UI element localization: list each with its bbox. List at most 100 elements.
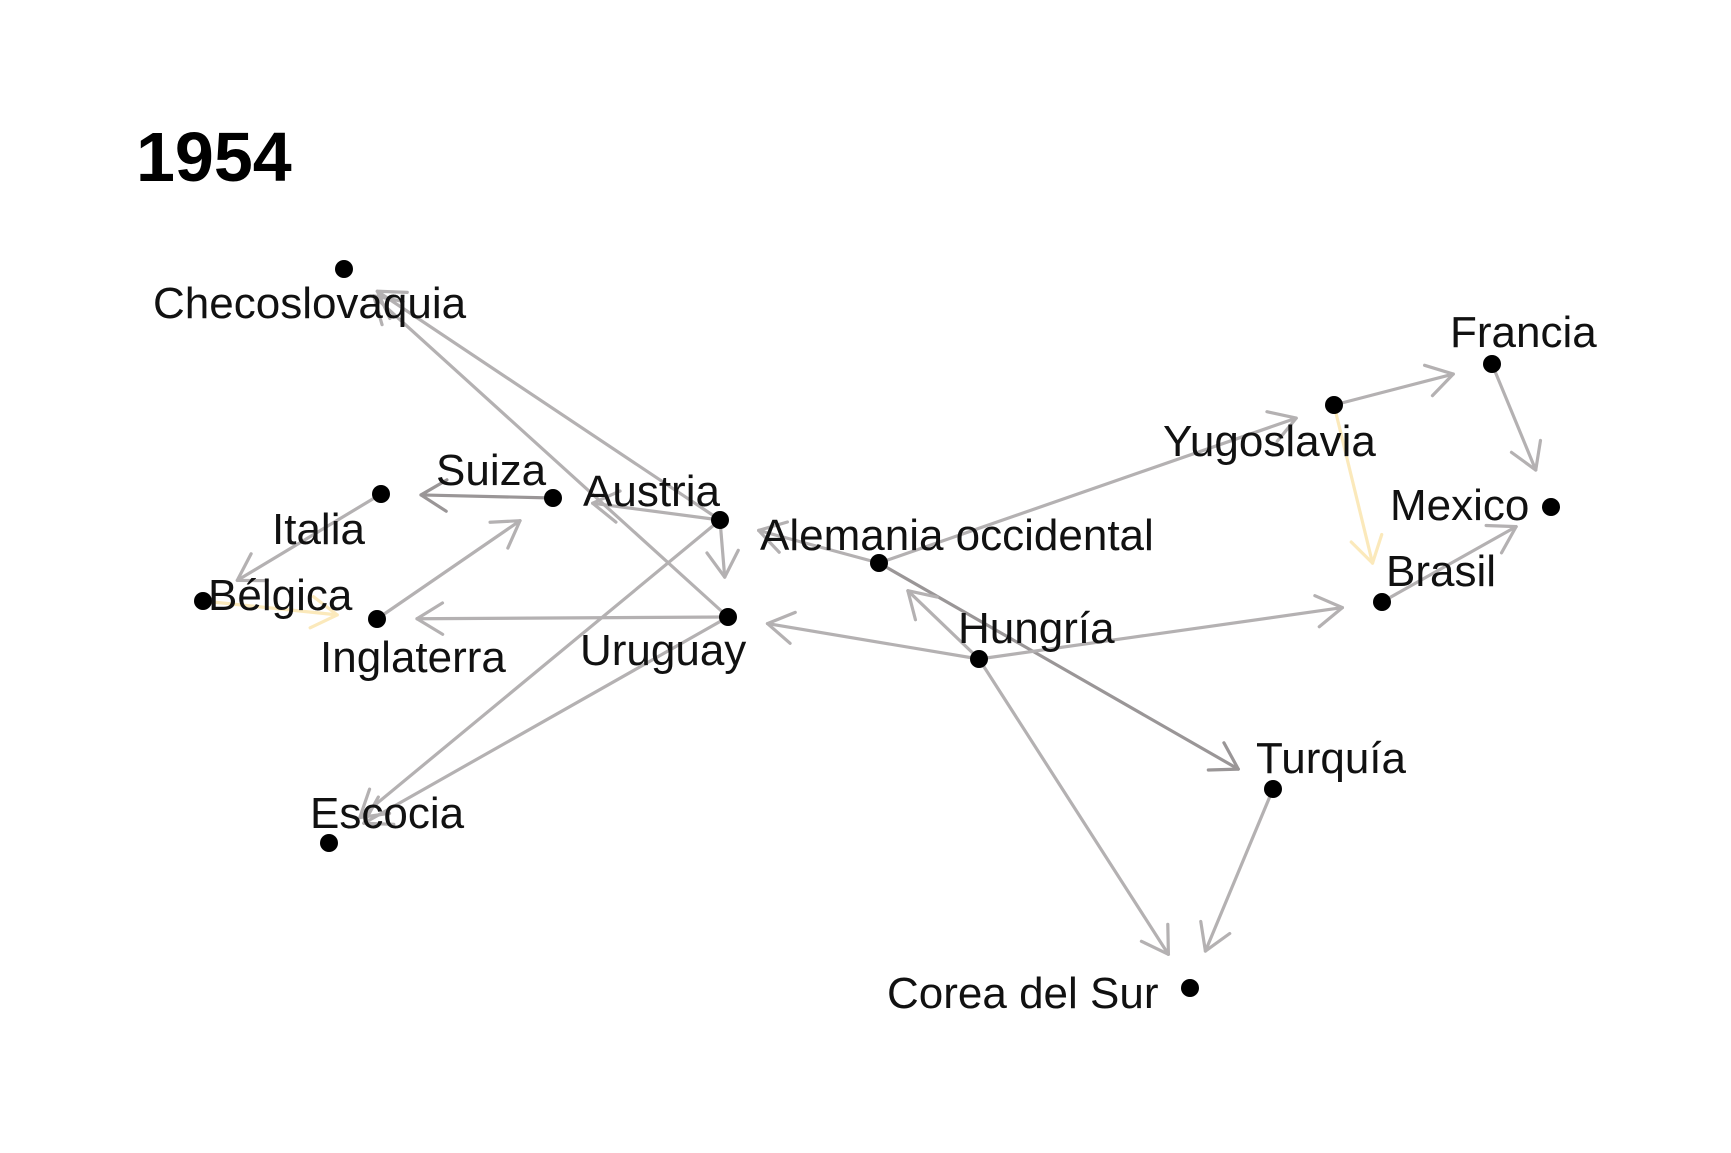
node-label-hungria: Hungría xyxy=(958,604,1115,653)
edge-italia-to-belgica xyxy=(235,492,383,583)
edge-austria-to-suiza xyxy=(591,489,722,524)
arrow-head-icon xyxy=(1206,741,1240,772)
edge-line xyxy=(977,606,1344,661)
arrow-head-icon xyxy=(375,289,409,321)
edge-line xyxy=(375,289,722,522)
node-escocia xyxy=(320,834,338,852)
edge-brasil-to-mexico xyxy=(1380,523,1518,604)
arrow-head-icon xyxy=(372,294,405,327)
edge-uruguay-to-checoslovaquia xyxy=(372,294,730,619)
arrow-head-icon xyxy=(591,489,622,524)
arrow-head-icon xyxy=(488,519,522,550)
arrow-head-icon xyxy=(362,795,396,826)
edge-turquia-to-corea xyxy=(1199,787,1275,953)
node-hungria xyxy=(970,650,988,668)
edge-line xyxy=(1490,362,1538,472)
edge-line xyxy=(718,518,727,579)
edge-hungria-to-brasil xyxy=(977,594,1344,661)
edge-line xyxy=(235,492,383,582)
node-austria xyxy=(711,511,729,529)
edge-line xyxy=(877,416,1298,565)
edge-alemania-to-yugoslavia xyxy=(877,410,1298,565)
edge-alemania-to-austria xyxy=(757,520,881,565)
arrow-head-icon xyxy=(1349,532,1384,565)
node-label-alemania: Alemania occidental xyxy=(760,511,1154,560)
edge-uruguay-to-inglaterra xyxy=(415,601,730,636)
arrow-head-icon xyxy=(235,552,269,583)
node-label-uruguay: Uruguay xyxy=(580,626,746,675)
node-label-inglaterra: Inglaterra xyxy=(320,633,506,682)
edge-line xyxy=(372,294,730,619)
edge-line xyxy=(1380,525,1518,604)
node-label-mexico: Mexico xyxy=(1390,481,1529,530)
node-francia xyxy=(1483,355,1501,373)
edge-line xyxy=(419,493,555,500)
edge-line xyxy=(757,528,881,565)
edge-line xyxy=(765,622,981,661)
edge-line xyxy=(1203,787,1275,953)
edge-line xyxy=(375,519,522,621)
node-checoslovaquia xyxy=(335,260,353,278)
node-label-italia: Italia xyxy=(272,505,365,554)
edge-line xyxy=(362,615,730,825)
edge-line xyxy=(906,589,981,661)
arrow-head-icon xyxy=(308,595,339,630)
figure-title: 1954 xyxy=(136,118,292,196)
edge-line xyxy=(977,657,1171,956)
node-label-francia: Francia xyxy=(1450,308,1597,357)
edge-uruguay-to-escocia xyxy=(362,615,730,826)
edge-austria-to-checoslovaquia xyxy=(375,289,722,522)
arrow-head-icon xyxy=(1139,922,1171,956)
node-label-corea: Corea del Sur xyxy=(887,969,1158,1018)
edge-yugoslavia-to-brasil xyxy=(1332,403,1384,565)
arrow-head-icon xyxy=(906,589,939,622)
node-yugoslavia xyxy=(1325,396,1343,414)
edge-line xyxy=(358,518,722,820)
edge-line xyxy=(877,561,1240,771)
node-alemania xyxy=(870,554,888,572)
edge-alemania-to-turquia xyxy=(877,561,1240,772)
edge-line xyxy=(1332,372,1455,407)
arrow-head-icon xyxy=(415,601,445,636)
edge-yugoslavia-to-francia xyxy=(1332,363,1455,407)
edge-hungria-to-corea xyxy=(977,657,1171,956)
edge-belgica-to-inglaterra xyxy=(201,595,339,630)
node-label-austria: Austria xyxy=(583,467,720,516)
node-label-belgica: Bélgica xyxy=(208,571,353,620)
arrow-head-icon xyxy=(757,520,789,554)
arrow-head-icon xyxy=(419,478,449,513)
nodes-layer xyxy=(194,260,1560,997)
edge-line xyxy=(1332,403,1375,565)
node-label-turquia: Turquía xyxy=(1256,734,1407,783)
node-belgica xyxy=(194,592,212,610)
arrow-head-icon xyxy=(1509,438,1543,472)
node-brasil xyxy=(1373,593,1391,611)
node-inglaterra xyxy=(368,610,386,628)
edge-inglaterra-to-suiza xyxy=(375,519,522,621)
arrow-head-icon xyxy=(1422,363,1455,398)
edge-hungria-to-alemania xyxy=(906,589,981,661)
arrow-head-icon xyxy=(705,548,740,579)
node-label-yugoslavia: Yugoslavia xyxy=(1163,417,1376,466)
edge-austria-to-uruguay xyxy=(705,518,740,579)
edge-line xyxy=(201,599,339,617)
edges-layer xyxy=(201,289,1543,956)
arrow-head-icon xyxy=(1313,594,1344,629)
node-uruguay xyxy=(719,608,737,626)
arrow-head-icon xyxy=(1484,523,1518,555)
edge-suiza-to-italia xyxy=(419,478,555,513)
edge-hungria-to-uruguay xyxy=(765,610,981,661)
node-corea xyxy=(1181,979,1199,997)
node-mexico xyxy=(1542,498,1560,516)
node-italia xyxy=(372,485,390,503)
edge-line xyxy=(591,501,722,522)
arrow-head-icon xyxy=(1265,410,1298,443)
arrow-head-icon xyxy=(765,610,797,645)
node-turquia xyxy=(1264,780,1282,798)
node-label-suiza: Suiza xyxy=(436,446,547,495)
edge-francia-to-mexico xyxy=(1490,362,1543,472)
node-label-escocia: Escocia xyxy=(310,789,465,838)
